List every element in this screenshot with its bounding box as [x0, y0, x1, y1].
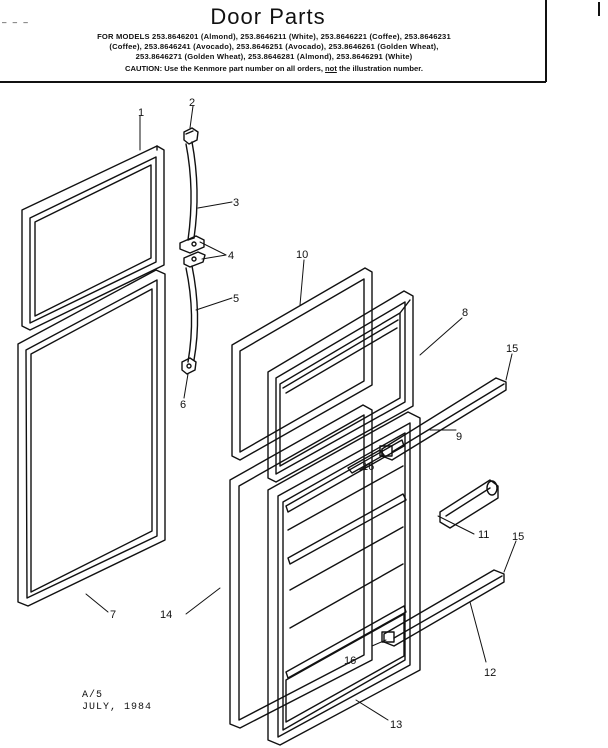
part-3-upper-handle	[185, 141, 198, 241]
header-rule-vertical	[545, 0, 547, 82]
callout-7: 7	[110, 609, 116, 621]
footer-code: A/5	[82, 690, 104, 701]
callout-3: 3	[233, 197, 239, 209]
part-8-freezer-door-liner	[267, 290, 414, 483]
part-7-fresh-food-gasket	[17, 269, 166, 607]
callout-14: 14	[160, 609, 172, 621]
callout-labels: 1 2 3 4 5 6 7 8 9 10 11 12 13 14 15 15 1…	[110, 97, 524, 731]
callout-9: 9	[456, 431, 462, 443]
callout-16-upper: 16	[362, 461, 374, 473]
callout-5: 5	[233, 293, 239, 305]
part-12-lower-shelf-rail	[381, 569, 505, 647]
model-list-line: (Coffee), 253.8646241 (Avocado), 253.864…	[109, 42, 439, 51]
callout-6: 6	[180, 399, 186, 411]
caution-not: not	[325, 64, 337, 73]
part-4-center-screws	[179, 235, 206, 268]
model-list-line: FOR MODELS 253.8646201 (Almond), 253.864…	[97, 32, 451, 41]
callout-10: 10	[296, 249, 308, 261]
part-10-freezer-door-gasket	[231, 267, 373, 461]
edge-mark-icon	[598, 2, 600, 16]
part-2-hinge-cap	[183, 127, 199, 145]
footer-date: JULY, 1984	[82, 702, 153, 713]
part-1-freezer-gasket	[21, 145, 165, 331]
page-title: Door Parts	[210, 4, 326, 29]
part-14-fresh-food-gasket	[229, 404, 373, 729]
footer-info: A/5 JULY, 1984	[82, 690, 152, 714]
callout-11: 11	[478, 529, 489, 541]
part-13-fresh-food-door-liner	[267, 411, 421, 746]
callout-2: 2	[189, 97, 195, 109]
model-list-line: 253.8646271 (Golden Wheat), 253.8646281 …	[135, 52, 413, 61]
callout-15-upper: 15	[506, 343, 518, 355]
corner-mark-icon: – – –	[2, 18, 30, 27]
page-header: Door Parts FOR MODELS 253.8646201 (Almon…	[0, 0, 608, 83]
caution-prefix: CAUTION: Use the Kenmore part number on …	[125, 64, 326, 73]
callout-8: 8	[462, 307, 468, 319]
callout-1: 1	[138, 107, 144, 119]
part-5-lower-handle	[185, 265, 199, 363]
callout-16-lower: 16	[344, 655, 356, 667]
caution-note: CAUTION: Use the Kenmore part number on …	[14, 64, 534, 73]
callout-12: 12	[484, 667, 496, 679]
callout-4: 4	[228, 250, 234, 262]
caution-suffix: the illustration number.	[336, 64, 423, 73]
callout-13: 13	[390, 719, 402, 731]
header-rule	[0, 81, 546, 83]
callout-15-lower: 15	[512, 531, 524, 543]
leader-lines	[85, 105, 517, 721]
part-11-egg-bin	[439, 479, 499, 529]
part-9-shelf-rail	[379, 377, 507, 461]
part-6-hinge-cap	[181, 357, 197, 375]
model-list: FOR MODELS 253.8646201 (Almond), 253.864…	[14, 32, 534, 62]
